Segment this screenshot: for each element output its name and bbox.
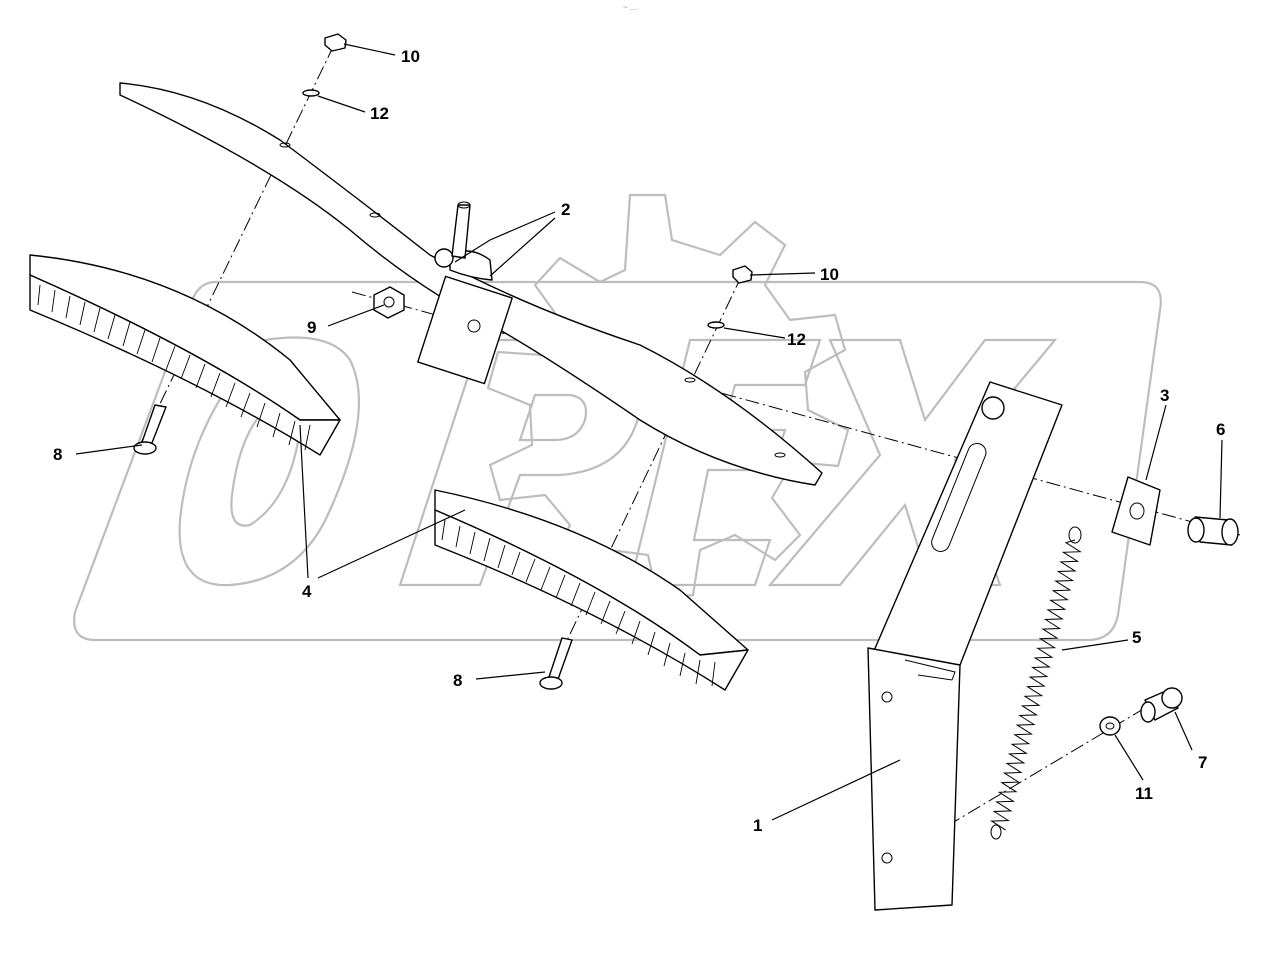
callout-1: 1: [753, 816, 762, 835]
callout-12-top: 12: [370, 104, 389, 123]
watermark-gear: [486, 193, 850, 602]
part-screw: [1140, 687, 1183, 723]
callout-6: 6: [1216, 420, 1225, 439]
part-brush-right: [434, 489, 749, 691]
part-brush-left: [29, 254, 341, 456]
callout-labels: 1 2 3 4 5 6 7 8 8 9 10 10 11 12 12: [53, 47, 1225, 835]
callout-7: 7: [1198, 753, 1207, 772]
part-spring: [989, 526, 1082, 840]
part-washer: [1099, 716, 1121, 736]
part-arm: [119, 82, 823, 486]
part-washer-top: [302, 89, 320, 97]
part-nut-mid: [732, 265, 753, 284]
part-clip: [1111, 476, 1161, 546]
callout-5: 5: [1132, 628, 1141, 647]
callout-2: 2: [561, 200, 570, 219]
callout-10-mid: 10: [820, 265, 839, 284]
callout-3: 3: [1160, 386, 1169, 405]
part-nut-top: [324, 33, 347, 52]
watermark-letter-x: [767, 338, 1058, 587]
leader-lines: [75, 43, 1223, 821]
callout-9: 9: [307, 318, 316, 337]
part-pin: [1187, 516, 1239, 546]
part-bolt-left: [133, 404, 167, 455]
callout-8-right: 8: [453, 671, 462, 690]
part-washer-mid: [707, 321, 725, 329]
callout-12-mid: 12: [787, 330, 806, 349]
part-bracket: [867, 381, 1063, 911]
callout-4: 4: [302, 582, 312, 601]
part-hex-nut: [373, 286, 405, 319]
callout-11: 11: [1135, 784, 1153, 803]
watermark-badge: [73, 280, 1162, 642]
axis-left-bolt: [139, 44, 335, 446]
callout-8-left: 8: [53, 445, 62, 464]
part-bolt-right: [539, 637, 573, 690]
header-mark: ~ ...: [623, 3, 637, 12]
callout-10-top: 10: [401, 47, 420, 66]
axis-right-bolt: [547, 274, 743, 681]
